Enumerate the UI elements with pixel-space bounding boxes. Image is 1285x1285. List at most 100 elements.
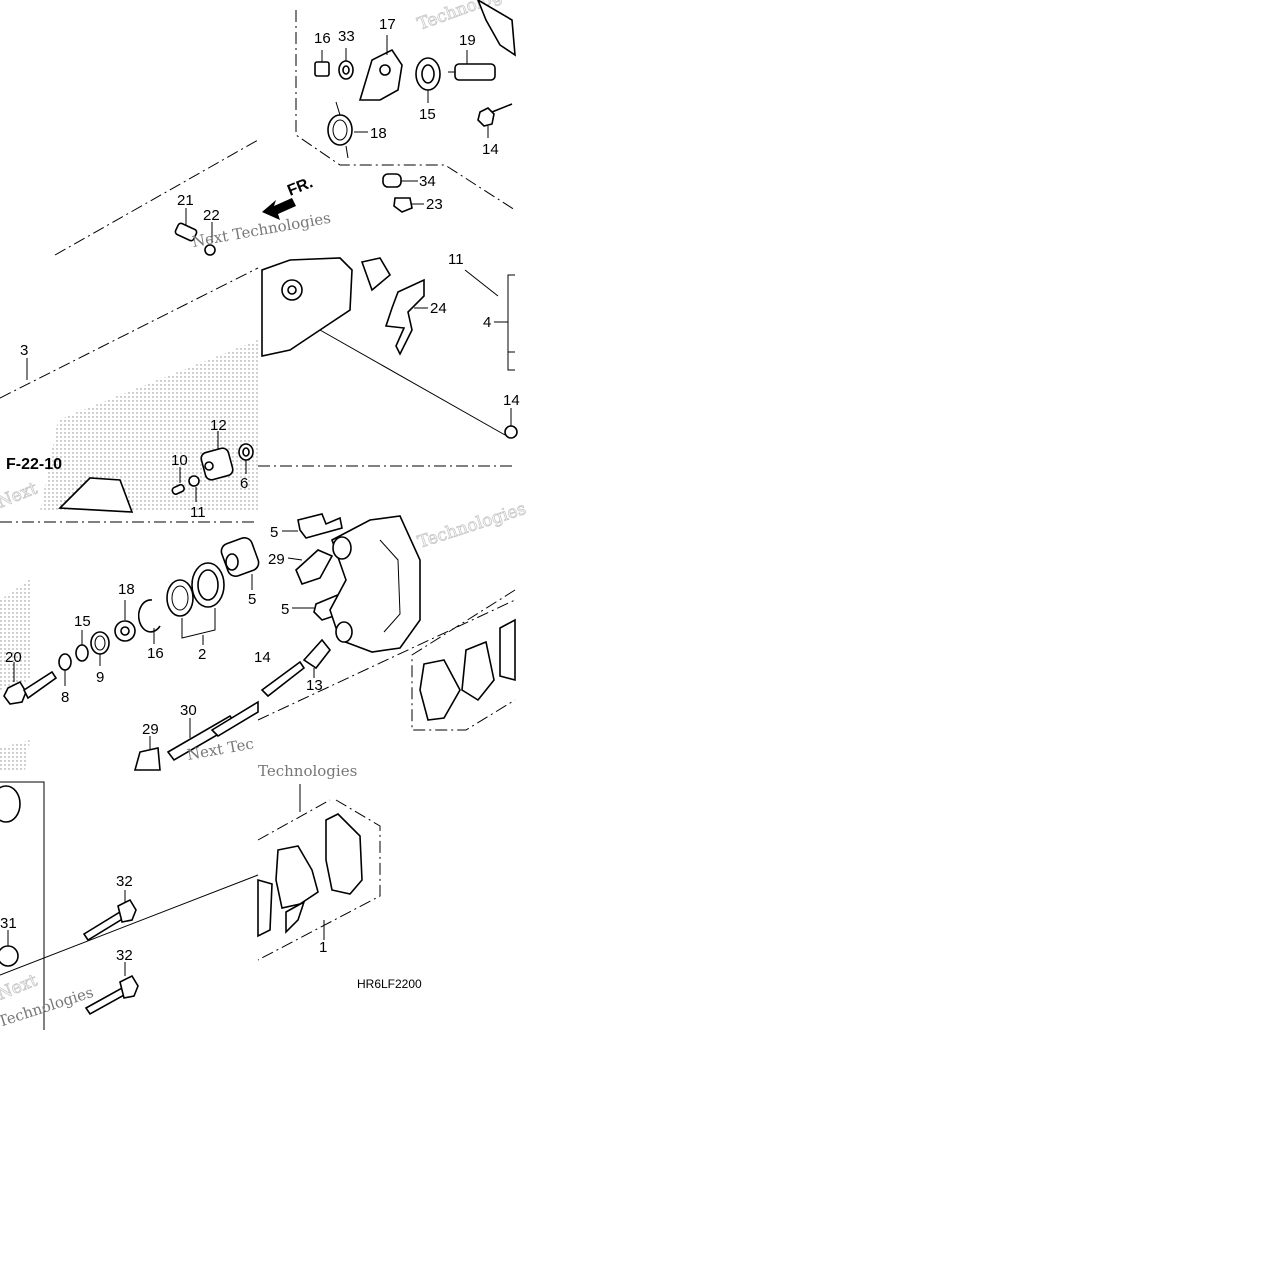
watermark: Next <box>0 479 40 513</box>
lever-21 <box>358 35 403 101</box>
watermark: Technologies <box>258 762 357 780</box>
label-9: 9 <box>96 669 104 686</box>
bolt-14 <box>504 425 518 439</box>
label-14b: 14 <box>254 649 271 666</box>
label-6: 5 <box>248 591 256 608</box>
group-outline <box>295 10 516 211</box>
label-29: 29 <box>142 721 159 738</box>
label-29b: 29 <box>268 551 285 568</box>
label-2: 2 <box>198 646 206 663</box>
label-28: 24 <box>430 300 447 317</box>
label-3: 3 <box>20 342 28 359</box>
label-7: 6 <box>240 475 248 492</box>
label-12: 12 <box>210 417 227 434</box>
clip-5a <box>282 513 343 539</box>
tile-bottom-left: Next Technologies 32 32 31 <box>0 781 259 1031</box>
label-15: 15 <box>74 613 91 630</box>
outline-h <box>257 799 381 961</box>
label-16: 16 <box>147 645 164 662</box>
watermark: Technologies <box>415 499 528 553</box>
label-19: 15 <box>419 106 436 123</box>
spring-9 <box>90 631 110 666</box>
bracket-frame <box>0 781 45 1030</box>
bolt-24 <box>3 662 58 705</box>
boot-29b <box>287 549 334 585</box>
shaft-23 <box>448 50 496 81</box>
label-14: 14 <box>503 392 520 409</box>
bleeder-25 <box>174 208 198 242</box>
label-4: 4 <box>483 314 491 331</box>
watermark: Next <box>0 971 40 1005</box>
spring-22 <box>327 101 368 159</box>
label-11b: 11 <box>448 251 464 268</box>
outline-g <box>257 799 331 841</box>
seal-11 <box>188 475 200 502</box>
brake-pad-1b <box>275 845 319 909</box>
clip-16 <box>137 599 161 644</box>
outline-b <box>0 267 259 399</box>
label-30: 30 <box>180 702 197 719</box>
bolt-17 <box>477 103 513 138</box>
label-31: 31 <box>0 915 17 932</box>
reference-label: F-22-10 <box>6 456 62 473</box>
seal-19 <box>415 57 441 103</box>
outline-f <box>411 589 516 731</box>
label-27: 23 <box>426 196 443 213</box>
caliper-bracket <box>329 515 421 653</box>
drawing-code: HR6LF2200 <box>357 977 422 991</box>
piston-12 <box>200 431 234 481</box>
caliper-body <box>261 257 353 357</box>
washer-7 <box>238 443 254 474</box>
brake-pad-a <box>419 659 461 721</box>
label-5b: 5 <box>281 601 289 618</box>
label-1: 1 <box>319 939 327 956</box>
label-22: 18 <box>370 125 387 142</box>
label-23: 19 <box>459 32 476 49</box>
tile-middle-left: Next Tec 5 2 16 18 15 9 8 20 30 29 <box>0 521 260 771</box>
label-34: 34 <box>419 173 436 190</box>
label-33: 33 <box>338 28 355 45</box>
label-13: 13 <box>306 677 323 694</box>
boot-29 <box>133 736 161 771</box>
outline-a <box>54 139 259 256</box>
washer-15 <box>75 630 89 662</box>
clip-28 <box>384 278 428 356</box>
label-18: 18 <box>118 581 135 598</box>
pad-clip <box>285 900 306 934</box>
pad-edge <box>257 878 273 938</box>
label-25: 21 <box>177 192 194 209</box>
caliper-ear <box>360 257 392 292</box>
label-32a: 32 <box>116 873 133 890</box>
label-17: 14 <box>482 141 499 158</box>
washer-33 <box>338 48 354 80</box>
label-24: 20 <box>5 649 22 666</box>
label-11: 11 <box>190 504 206 521</box>
piston-end <box>0 785 21 823</box>
leader-11 <box>464 269 499 297</box>
tile-lower-middle: Technologies 5 29 5 13 14 <box>254 499 529 731</box>
bolt-32a <box>82 890 137 942</box>
valve-27 <box>393 197 424 213</box>
cup-6 <box>220 537 260 590</box>
tile-top-right: Technologies <box>295 0 528 213</box>
cap-34 <box>382 173 418 188</box>
boot-13 <box>302 638 332 678</box>
brake-pad-b <box>461 640 495 702</box>
tile-bottom-middle: Technologies 1 HR6LF2200 <box>257 762 422 991</box>
housing-bottom <box>58 477 134 513</box>
bolt-32b <box>84 962 139 1016</box>
brake-pad-1a <box>325 813 363 895</box>
label-26: 22 <box>203 207 220 224</box>
tile-middle-right: 11 24 4 14 <box>258 251 520 467</box>
nut-20 <box>314 50 330 77</box>
oring-10 <box>171 467 185 495</box>
ring-18 <box>114 600 136 642</box>
brake-pad-c <box>499 618 516 682</box>
cap-26 <box>204 222 216 256</box>
washer-8 <box>58 653 72 686</box>
label-20: 16 <box>314 30 331 47</box>
bracket-arm <box>477 0 516 57</box>
outline-e <box>257 599 516 721</box>
label-10: 10 <box>171 452 188 469</box>
